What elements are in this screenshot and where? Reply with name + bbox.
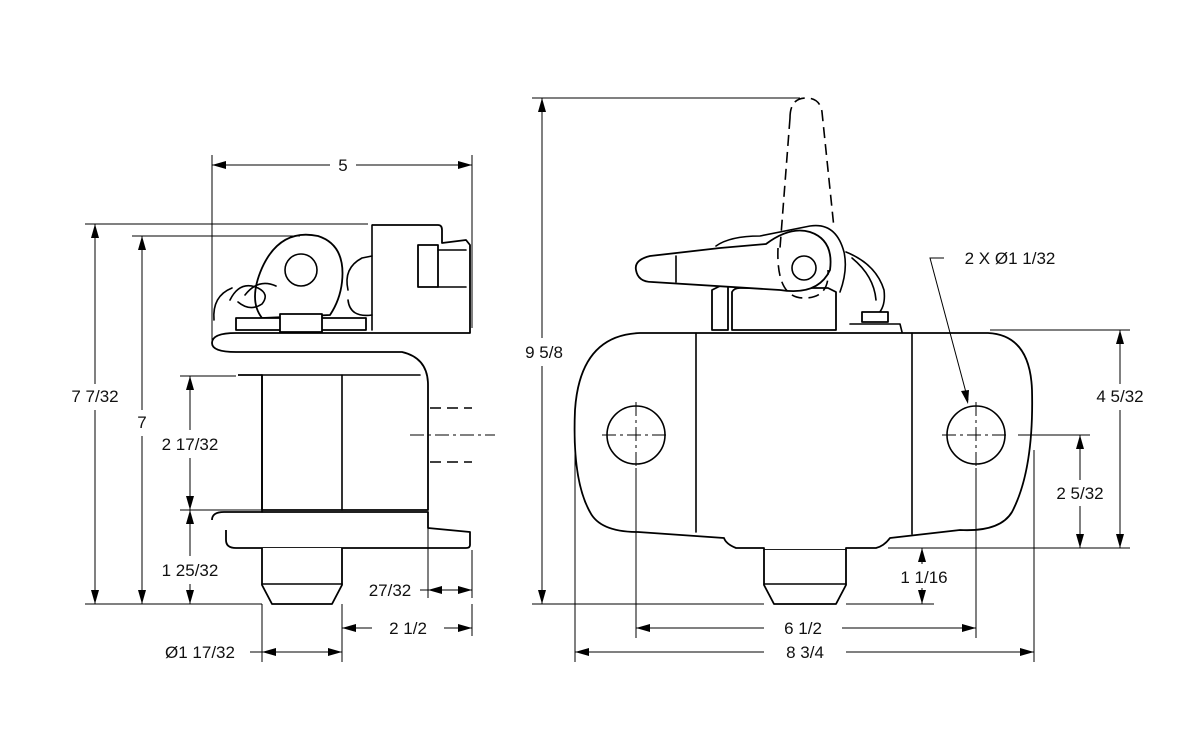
front-lever: [634, 229, 832, 292]
front-pin: [763, 550, 847, 605]
front-body: [573, 332, 1034, 551]
side-bracket: [417, 244, 439, 288]
dim-side-height: 7: [137, 413, 146, 432]
dim-front-body-height: 4 5/32: [1096, 387, 1143, 406]
side-pin: [261, 548, 343, 605]
side-dimensions: [85, 155, 473, 662]
side-upper-housing: [211, 224, 471, 511]
dim-side-height-total: 7 7/32: [71, 387, 118, 406]
side-view: [211, 224, 495, 605]
dim-front-height: 9 5/8: [525, 343, 563, 362]
dim-side-offset: 27/32: [369, 581, 412, 600]
dim-side-opening: 2 17/32: [162, 435, 219, 454]
side-lower-jaw: [211, 511, 471, 549]
side-latch: [254, 233, 344, 319]
dim-side-half: 2 1/2: [389, 619, 427, 638]
dim-side-width: 5: [338, 156, 347, 175]
dim-side-pin-dia: Ø1 17/32: [165, 643, 235, 662]
dim-front-hole-spacing: 6 1/2: [784, 619, 822, 638]
dim-front-foot: 1 1/16: [900, 568, 947, 587]
front-dimensions: [532, 97, 1130, 662]
dim-front-hole-height: 2 5/32: [1056, 484, 1103, 503]
side-latch-pin: [284, 253, 318, 287]
front-lever-pin: [791, 255, 817, 281]
dim-front-holes: 2 X Ø1 1/32: [965, 249, 1056, 268]
front-view: [573, 97, 1034, 605]
dim-side-lower: 1 25/32: [162, 561, 219, 580]
front-top-housing: [711, 285, 729, 331]
dim-front-width: 8 3/4: [786, 643, 824, 662]
front-lever-raised: [779, 97, 835, 249]
